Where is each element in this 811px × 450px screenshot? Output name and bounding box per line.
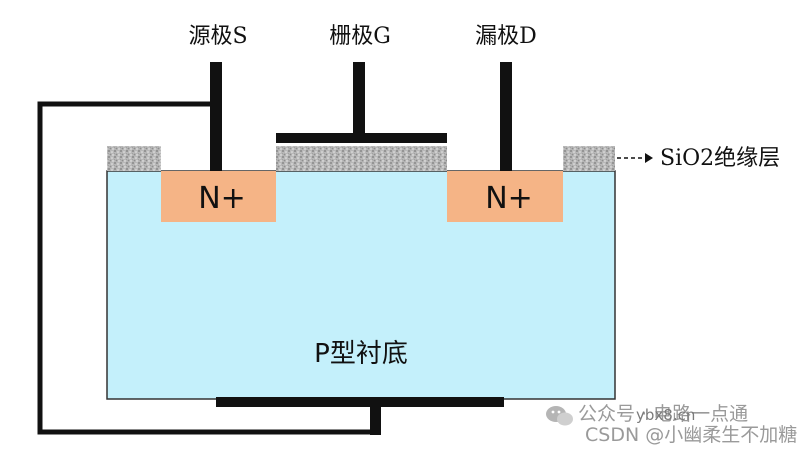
body-connection-wire <box>37 101 376 435</box>
gate-terminal <box>353 62 365 138</box>
drain-terminal <box>500 62 512 171</box>
wechat-icon <box>546 406 573 426</box>
n-plus-left-label: N+ <box>198 181 246 216</box>
oxide-label: SiO2绝缘层 <box>660 146 780 171</box>
watermark-line1: 公众号 · 电路一点通 <box>578 403 748 425</box>
body-contact-stem <box>370 402 381 435</box>
oxide-right <box>563 146 615 171</box>
substrate-label: P型衬底 <box>314 339 408 369</box>
n-plus-right-label: N+ <box>485 181 533 216</box>
source-label: 源极S <box>188 24 247 49</box>
watermark-site: ybx8.cn <box>636 406 695 424</box>
drain-label: 漏极D <box>475 24 537 49</box>
source-terminal <box>210 62 222 171</box>
watermark-line2: CSDN @小幽柔生不加糖 <box>585 424 797 446</box>
oxide-arrow-head <box>645 153 653 163</box>
oxide-gate <box>276 146 447 171</box>
n-plus-left-region <box>161 171 276 222</box>
body-contact-plate <box>216 397 504 407</box>
n-plus-right-region <box>447 171 563 222</box>
oxide-left <box>107 146 161 171</box>
watermark: 公众号 · 电路一点通 ybx8.cn CSDN @小幽柔生不加糖 <box>546 403 797 446</box>
gate-label: 栅极G <box>329 24 391 49</box>
